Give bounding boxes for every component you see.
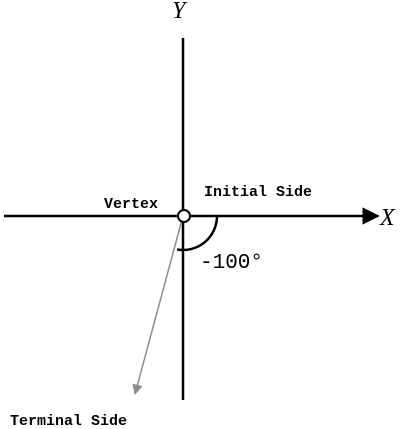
y-axis-label: Y [172,0,188,24]
initial-side-label: Initial Side [204,184,312,201]
terminal-side-label: Terminal Side [10,413,127,429]
terminal-side-ray [132,215,184,396]
angle-arc [176,215,219,252]
vertex-point [177,209,191,223]
vertex-label: Vertex [104,196,158,213]
angle-label: -100° [200,252,263,275]
x-axis-label: X [379,205,396,231]
